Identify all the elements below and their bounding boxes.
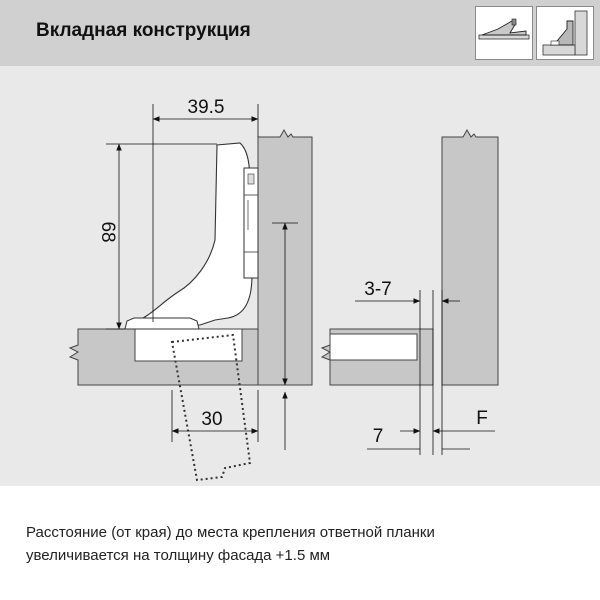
dim-range: 3-7 (364, 279, 391, 300)
hinge-side-view-icon[interactable] (475, 6, 533, 60)
drawing-svg: 39.5 68 30 3-7 7 F (68, 97, 499, 482)
dim-depth: 30 (201, 409, 222, 430)
caption-line-2: увеличивается на толщину фасада +1.5 мм (26, 547, 331, 564)
right-door-inset-strip (329, 333, 418, 361)
header-bar: Вкладная конструкция (0, 0, 600, 66)
dim-width-top: 39.5 (188, 97, 225, 118)
hinge-side-view-icon-graphic (478, 18, 530, 40)
caption: Расстояние (от края) до места крепления … (26, 521, 586, 567)
dim-offset: 7 (373, 426, 384, 447)
mounting-plate (243, 167, 259, 279)
right-cabinet-side (441, 128, 499, 386)
dim-height: 68 (97, 221, 118, 242)
caption-line-1: Расстояние (от края) до места крепления … (26, 524, 435, 541)
dim-facade: F (476, 408, 488, 429)
page-title: Вкладная конструкция (36, 20, 251, 41)
hinge-inset-view-icon[interactable] (536, 6, 594, 60)
hinge-cup-flange (124, 317, 200, 330)
technical-drawing: 39.5 68 30 3-7 7 F (0, 66, 600, 486)
hinge-cup-recess (134, 328, 243, 362)
hinge-arm (126, 142, 253, 326)
hinge-inset-view-icon-graphic (542, 10, 588, 56)
hinge-open-outline (170, 333, 252, 482)
